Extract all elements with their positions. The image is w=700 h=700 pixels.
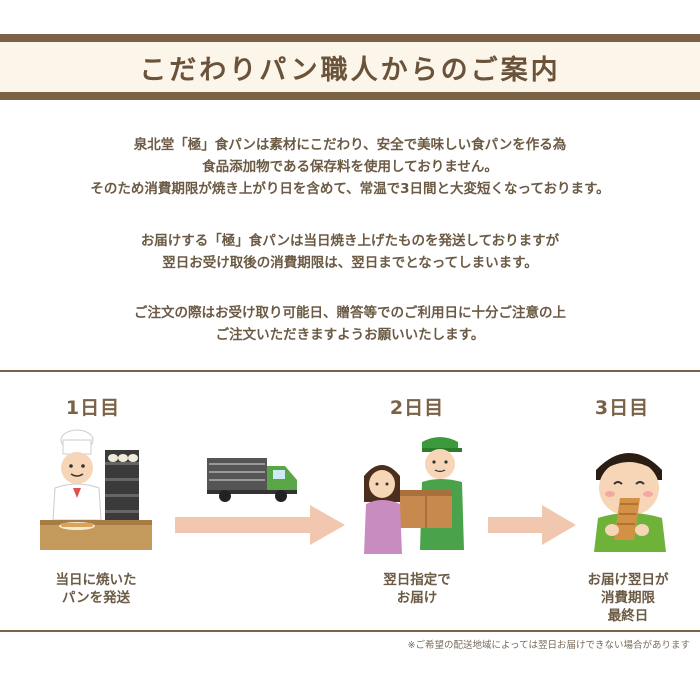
caption-line: 当日に焼いた [55,572,137,588]
banner-bottom-border [0,92,700,100]
day-2-label: 2日目 [389,397,445,419]
notice-line: 食品添加物である保存料を使用しておりません。 [202,159,498,175]
notice-line: 泉北堂「極」食パンは素材にこだわり、安全で美味しい食パンを作る為 [133,137,567,153]
notice-line: そのため消費期限が焼き上がり日を含めて、常温で3日間と大変短くなっております。 [90,181,610,197]
day-3-caption: お届け翌日が 消費期限 最終日 [558,571,698,625]
header-banner: こだわりパン職人からのご案内 [0,34,700,100]
day-3-label: 3日目 [594,397,650,419]
caption-line: 消費期限 [601,590,655,606]
notice-line: 翌日お受け取後の消費期限は、翌日までとなってしまいます。 [162,255,538,271]
day-2-caption: 翌日指定で お届け [347,571,487,607]
day-1-caption: 当日に焼いた パンを発送 [26,571,166,607]
baker-icon [40,429,152,550]
delivery-truck-icon [207,458,297,502]
child-eating-bread-icon [594,453,666,552]
notice-line: お届けする「極」食パンは当日焼き上げたものを発送しておりますが [140,233,560,249]
notice-paragraph-1: 泉北堂「極」食パンは素材にこだわり、安全で美味しい食パンを作る為 食品添加物であ… [0,134,700,200]
section-divider-bottom [0,630,700,632]
notice-paragraph-3: ご注文の際はお受け取り可能日、贈答等でのご利用日に十分ご注意の上 ご注文いただき… [0,302,700,346]
page-title: こだわりパン職人からのご案内 [0,42,700,92]
caption-line: お届け翌日が [587,572,669,588]
notice-paragraph-2: お届けする「極」食パンは当日焼き上げたものを発送しておりますが 翌日お受け取後の… [0,230,700,274]
notice-line: ご注文いただきますようお願いいたします。 [215,327,485,343]
arrow-right-icon [488,505,576,545]
section-divider-top [0,370,700,372]
caption-line: 翌日指定で [383,572,451,588]
notice-line: ご注文の際はお受け取り可能日、贈答等でのご利用日に十分ご注意の上 [134,305,566,321]
courier-icon [364,437,464,554]
arrow-right-icon [175,505,345,545]
day-1-label: 1日目 [65,397,121,419]
banner-top-border [0,34,700,42]
caption-line: 最終日 [607,608,649,624]
caption-line: パンを発送 [61,590,131,606]
footnote: ※ご希望の配送地域によっては翌日お届けできない場合があります [407,640,690,651]
caption-line: お届け [396,590,438,606]
